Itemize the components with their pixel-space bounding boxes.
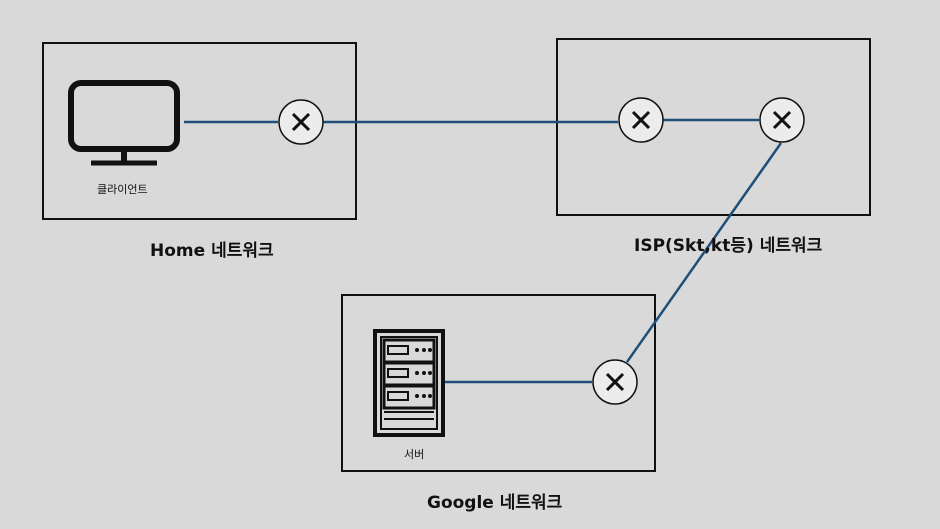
server-label: 서버 [404, 448, 425, 461]
google-router-icon[interactable] [592, 359, 638, 405]
server-rack-icon [373, 329, 445, 437]
google-network-caption: Google 네트워크 [427, 493, 563, 513]
links [184, 118, 783, 384]
isp-router-1-icon[interactable] [618, 97, 664, 143]
home-network-caption: Home 네트워크 [150, 241, 274, 261]
client-label: 클라이언트 [97, 183, 148, 196]
link-isp-router-2-google-router [625, 142, 783, 363]
isp-network-box [556, 38, 871, 216]
monitor-icon [68, 80, 180, 166]
home-router-icon[interactable] [278, 99, 324, 145]
google-network-box [341, 294, 656, 472]
isp-network-caption: ISP(Skt,kt등) 네트워크 [634, 236, 823, 256]
home-network-box [42, 42, 357, 220]
isp-router-2-icon[interactable] [759, 97, 805, 143]
